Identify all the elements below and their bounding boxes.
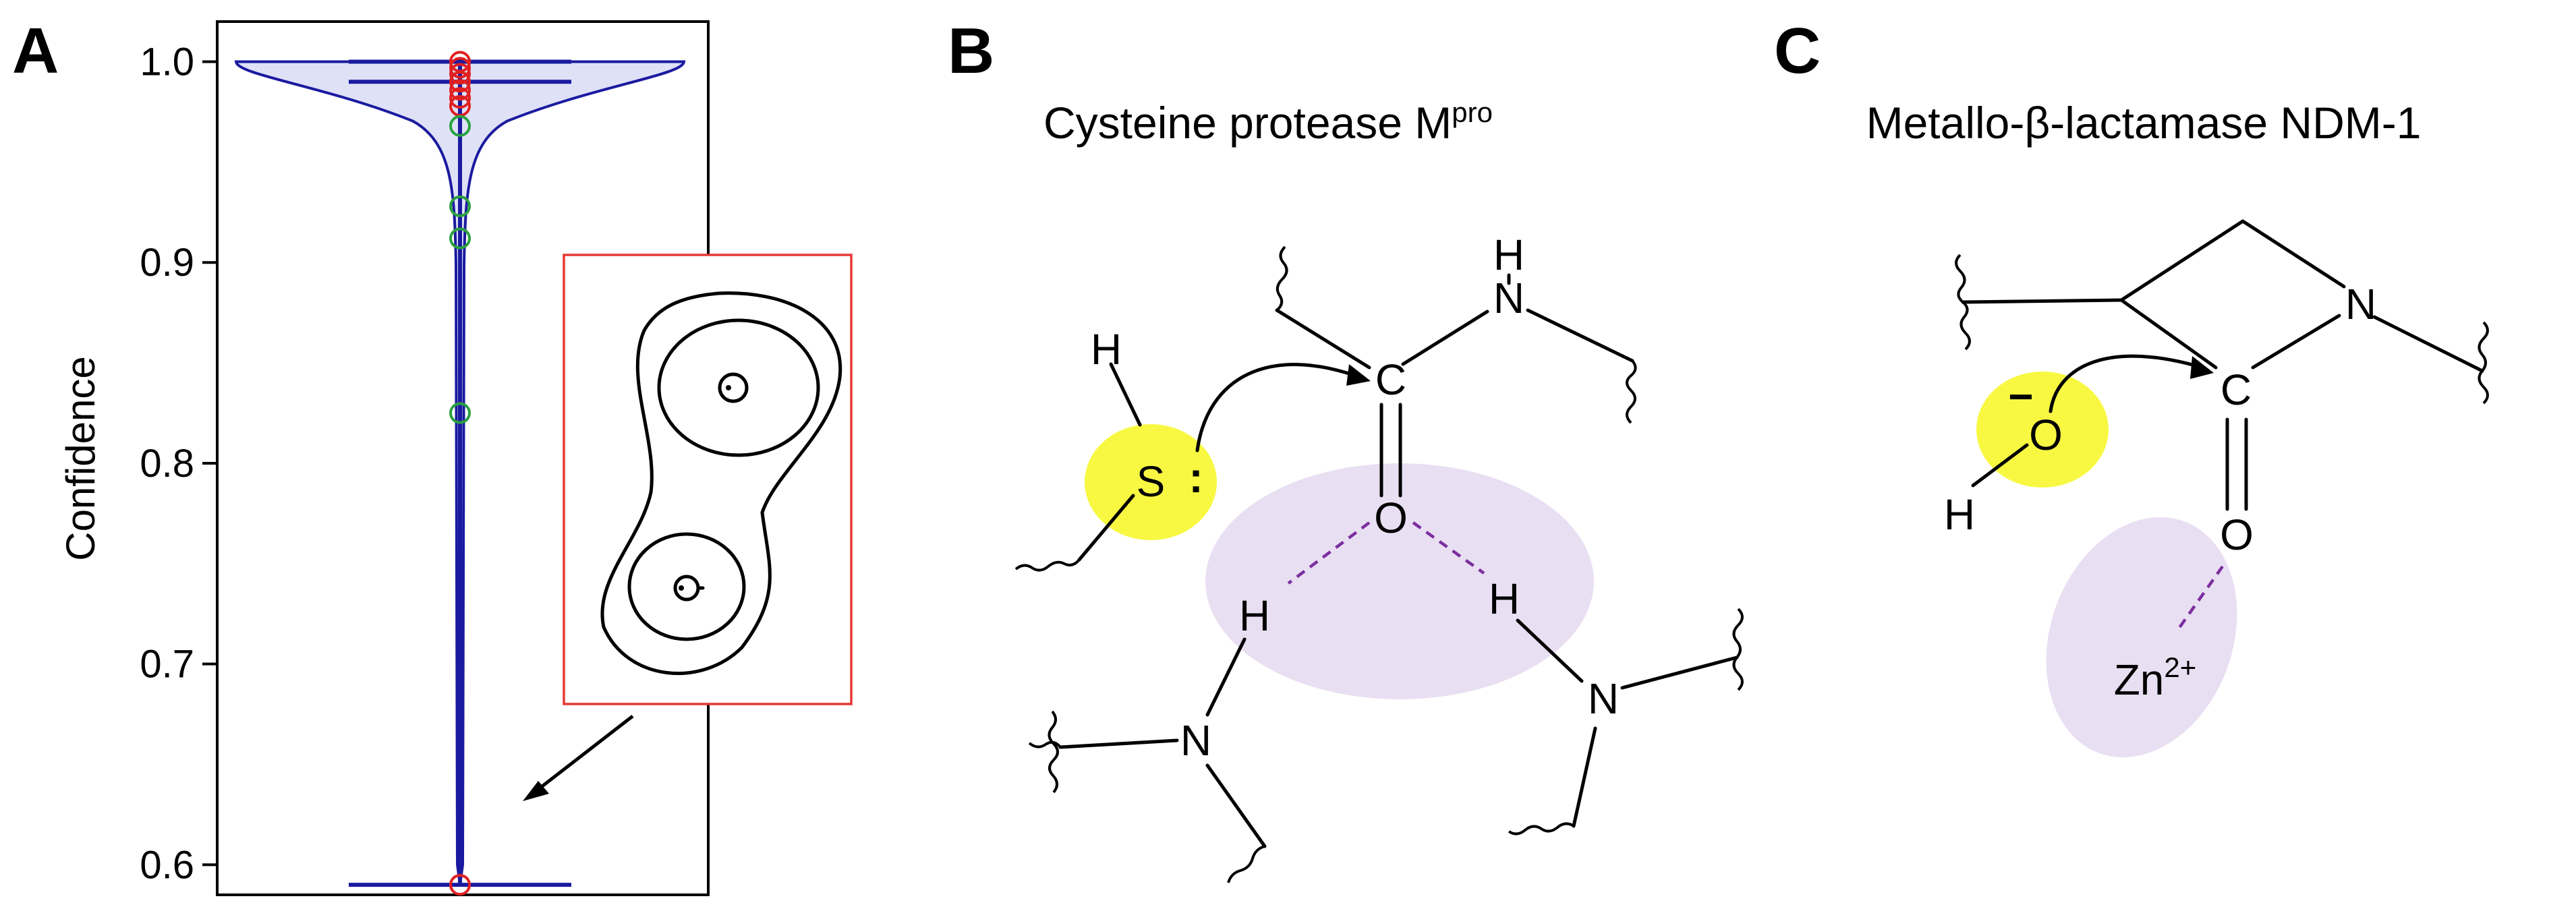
bond-h-n-left bbox=[1205, 637, 1247, 717]
data-point bbox=[449, 63, 471, 85]
data-point bbox=[449, 57, 471, 79]
charge-hydroxide: − bbox=[2008, 372, 2033, 421]
data-point bbox=[449, 79, 471, 101]
atom-n-amide: N bbox=[1493, 274, 1524, 322]
atom-h-thiol: H bbox=[1091, 325, 1122, 374]
lone-pair: : bbox=[1189, 453, 1203, 502]
inset-border bbox=[563, 254, 853, 705]
bond-ring-c-n bbox=[2251, 314, 2341, 370]
squiggle-ring bbox=[1955, 254, 1971, 351]
violin-lines bbox=[349, 59, 571, 887]
zinc-site-highlight bbox=[2046, 517, 2237, 758]
y-tick-label: 0.9 bbox=[140, 241, 194, 285]
oxyanion-hole-highlight bbox=[1205, 463, 1594, 699]
atom-n-lactam: N bbox=[2345, 280, 2376, 328]
bond-c-ca bbox=[1275, 308, 1371, 370]
inset-arrow bbox=[536, 715, 634, 792]
y-tick-label: 1.0 bbox=[140, 40, 194, 84]
bond-s-chain bbox=[1077, 494, 1135, 562]
bond-n-left-down bbox=[1205, 763, 1267, 848]
attack-arrow-head bbox=[1346, 364, 1371, 386]
panel-a-letter: A bbox=[12, 15, 59, 87]
bond-ring-top-left bbox=[2119, 219, 2245, 302]
atom-c-carbonyl: C bbox=[1375, 355, 1406, 404]
atom-h-hydroxide: H bbox=[1944, 490, 1975, 539]
atom-s: S bbox=[1137, 457, 1166, 506]
lower-contour bbox=[627, 532, 746, 641]
inset-arrow-head bbox=[523, 781, 549, 801]
panel-b-title: Cysteine protease Mpro bbox=[1043, 96, 1493, 148]
squiggle-right-b bbox=[1508, 822, 1575, 835]
data-point bbox=[449, 402, 471, 424]
y-tick-label: 0.6 bbox=[140, 843, 194, 887]
thiol-highlight bbox=[1085, 424, 1217, 540]
bond-n-chain-c bbox=[2372, 315, 2484, 373]
data-points bbox=[449, 51, 471, 896]
upper-peak bbox=[718, 372, 749, 403]
bond-n-left-chain bbox=[1058, 738, 1179, 749]
atom-h-right: H bbox=[1489, 575, 1520, 623]
attack-arrow bbox=[1195, 363, 1363, 452]
bond-o-h bbox=[1971, 443, 2029, 488]
data-point bbox=[449, 71, 471, 93]
violin-plot: 0.6 0.7 0.8 0.9 1.0 Confidence bbox=[58, 20, 710, 896]
data-point bbox=[449, 874, 471, 896]
data-point bbox=[449, 227, 471, 250]
bond-ring-top-right bbox=[2241, 219, 2346, 289]
bond-n-right-down bbox=[1572, 726, 1597, 828]
atom-h-amide: H bbox=[1493, 231, 1524, 279]
squiggle-s bbox=[1014, 558, 1081, 572]
squiggle-left-a bbox=[1028, 740, 1062, 749]
upper-contour bbox=[657, 318, 820, 457]
upper-peak-dot bbox=[726, 385, 731, 390]
y-tick-label: 0.7 bbox=[140, 643, 194, 686]
attack-arrow-c-head bbox=[2190, 356, 2214, 379]
bond-n-chain bbox=[1526, 308, 1634, 363]
data-point bbox=[449, 87, 471, 109]
bond-h-n-right bbox=[1516, 618, 1584, 683]
atom-n-right: N bbox=[1588, 674, 1619, 723]
density-inset bbox=[563, 254, 853, 705]
squiggle-ca bbox=[1276, 245, 1288, 312]
attack-arrow-c bbox=[2049, 354, 2204, 413]
bond-n-right-chain bbox=[1620, 655, 1739, 690]
panel-c-letter: C bbox=[1774, 15, 1821, 87]
atom-o-carbonyl: O bbox=[1374, 494, 1408, 542]
atom-c-lactam: C bbox=[2221, 365, 2252, 414]
data-point bbox=[449, 195, 471, 217]
hbond-left bbox=[1287, 521, 1371, 585]
panel-b-letter: B bbox=[948, 15, 994, 87]
bond-ring-c bbox=[2119, 298, 2218, 370]
atom-n-left: N bbox=[1180, 716, 1211, 765]
bond-h-s bbox=[1109, 362, 1142, 427]
squiggle-n-c bbox=[2478, 321, 2489, 405]
y-axis: 0.6 0.7 0.8 0.9 1.0 bbox=[140, 40, 217, 887]
y-tick-label: 0.8 bbox=[140, 442, 194, 486]
squiggle-n bbox=[1626, 359, 1637, 424]
squiggle-left-b bbox=[1048, 710, 1059, 794]
lower-peak-dot bbox=[679, 585, 684, 591]
atom-h-left: H bbox=[1239, 591, 1270, 640]
data-point bbox=[449, 115, 471, 137]
y-axis-label: Confidence bbox=[58, 356, 103, 561]
squiggle-right-a bbox=[1732, 608, 1744, 691]
zn-coordination bbox=[2176, 565, 2224, 632]
atom-o-hydroxide: O bbox=[2029, 411, 2063, 459]
panel-c-title: Metallo-β-lactamase NDM-1 bbox=[1866, 98, 2422, 148]
hbond-right bbox=[1412, 521, 1485, 575]
outer-contour bbox=[600, 291, 842, 676]
squiggle-left-c bbox=[1227, 845, 1265, 883]
atom-o-lactam: O bbox=[2220, 510, 2254, 559]
atom-zn: Zn2+ bbox=[2114, 651, 2197, 704]
bond-c-n bbox=[1401, 310, 1489, 366]
bond-ring-left bbox=[1961, 298, 2123, 304]
